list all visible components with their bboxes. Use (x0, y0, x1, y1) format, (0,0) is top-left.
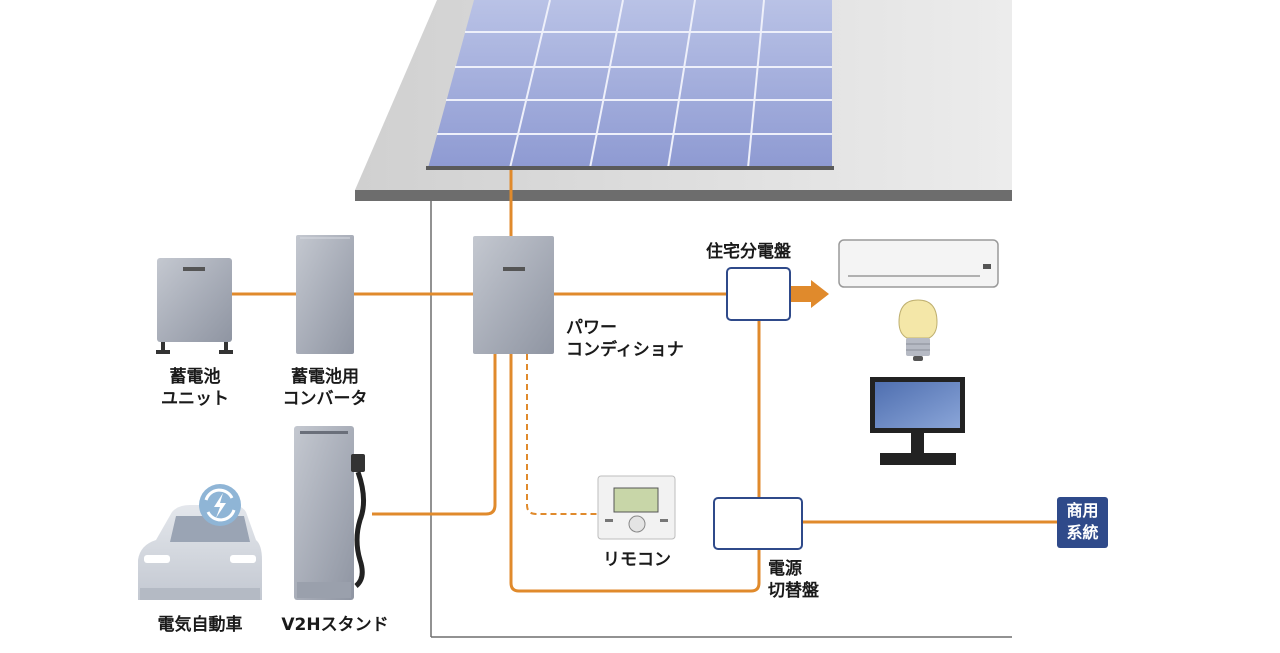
battery-unit-label-line1: 蓄電池 (169, 367, 221, 387)
ev-label: 電気自動車 (157, 615, 243, 635)
power-conditioner-label: パワー コンディショナ (566, 317, 684, 361)
grid-tag-line2: 系統 (1066, 523, 1099, 542)
electric-car-icon (138, 505, 262, 600)
transfer-panel-label-line1: 電源 (768, 559, 802, 579)
battery-converter-label-line2: コンバータ (282, 389, 368, 409)
battery-unit-label-line2: ユニット (161, 389, 229, 409)
grid-tag: 商用 系統 (1057, 497, 1108, 548)
v2h-label: V2Hスタンド (281, 615, 389, 635)
tv-monitor-icon (870, 377, 965, 465)
light-bulb-icon (898, 299, 938, 361)
v2h-stand-icon (294, 426, 366, 600)
battery-converter-label-line1: 蓄電池用 (291, 367, 359, 387)
battery-unit-icon (156, 258, 233, 354)
grid-tag-line1: 商用 (1066, 501, 1099, 520)
house-panel-label: 住宅分電盤 (706, 242, 791, 262)
power-conditioner-icon (473, 236, 554, 354)
arrow-right-icon (791, 280, 829, 308)
converter-icon (296, 235, 354, 354)
wiring (232, 170, 1057, 593)
house-panel-box (726, 267, 791, 321)
transfer-panel-label: 電源 切替盤 (768, 558, 819, 602)
power-conditioner-label-line2: コンディショナ (566, 340, 684, 360)
transfer-panel-box (713, 497, 803, 550)
battery-unit-label: 蓄電池 ユニット (150, 366, 240, 410)
remote-controller-icon (597, 475, 676, 540)
charge-cycle-icon (199, 484, 241, 526)
transfer-panel-label-line2: 切替盤 (768, 581, 819, 601)
air-conditioner-icon (838, 239, 999, 288)
battery-converter-label: 蓄電池用 コンバータ (272, 366, 378, 410)
solar-panel-icon (426, 0, 834, 170)
remote-label: リモコン (603, 550, 671, 570)
house-outline (430, 201, 1012, 638)
power-conditioner-label-line1: パワー (566, 318, 617, 338)
